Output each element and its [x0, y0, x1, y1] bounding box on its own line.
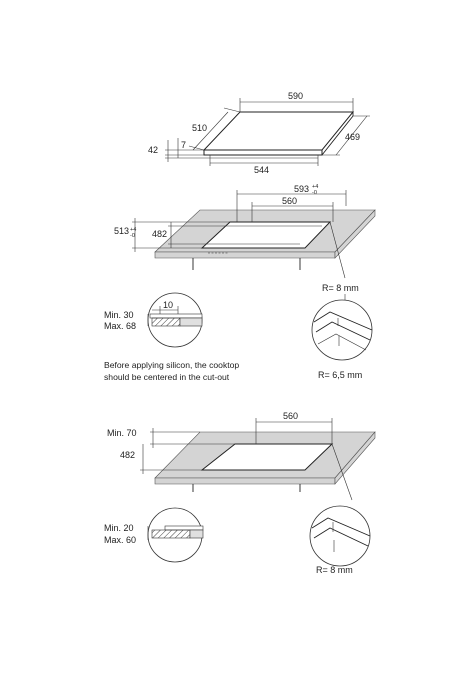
dim-width: 590 [288, 91, 303, 101]
countertop-side [334, 209, 376, 259]
svg-text:-0: -0 [312, 190, 317, 196]
note-line-1: Before applying silicon, the cooktop [104, 360, 239, 370]
cutout-flush [200, 443, 334, 471]
flush-min-thickness-label: Min. 20 [104, 523, 134, 533]
dim-depth: 510 [192, 123, 207, 133]
svg-text:+4: +4 [312, 184, 318, 190]
svg-text:-0: -0 [130, 233, 135, 239]
dim-total-height: 42 [148, 145, 158, 155]
flush-max-thickness-label: Max. 60 [104, 535, 136, 545]
min-edge-label: Min. 70 [107, 428, 137, 438]
radius-bottom-label: R= 6,5 mm [318, 370, 362, 380]
corner-detail-circle [311, 299, 373, 361]
dim-gap: 10 [163, 300, 173, 310]
radius-top-label: R= 8 mm [322, 283, 359, 293]
dim-width-bottom: 544 [254, 165, 269, 175]
max-thickness-label: Max. 68 [104, 321, 136, 331]
dim-cut-depth: 513 [114, 226, 129, 236]
dim-flush-inner-depth: 482 [120, 450, 135, 460]
svg-text:+4: +4 [130, 227, 136, 233]
dim-depth-right: 469 [345, 132, 360, 142]
cutout [200, 221, 332, 249]
countertop-front [154, 251, 336, 259]
dim-inner-width: 560 [282, 196, 297, 206]
flush-corner-detail-circle [309, 505, 371, 567]
dim-inner-depth: 482 [152, 229, 167, 239]
countertop-flush-side [334, 431, 376, 485]
note-line-2: should be centered in the cut-out [104, 372, 230, 382]
cooktop-dimensions: 590 510 469 544 7 42 [148, 91, 370, 175]
cooktop-edge [203, 149, 323, 156]
radius-flush-label: R= 8 mm [316, 565, 353, 575]
countertop-flush-front [154, 477, 336, 485]
flush-installation: 560 Min. 70 482 R= 8 mm Min. 20 Max. 60 [104, 411, 376, 575]
topmount-installation: 593 +4 -0 560 513 +4 -0 482 R= 8 mm R= 6… [104, 184, 376, 382]
dim-flush-inner-width: 560 [283, 411, 298, 421]
dim-cut-width: 593 [294, 184, 309, 194]
min-thickness-label: Min. 30 [104, 310, 134, 320]
dim-glass-height: 7 [181, 140, 186, 150]
